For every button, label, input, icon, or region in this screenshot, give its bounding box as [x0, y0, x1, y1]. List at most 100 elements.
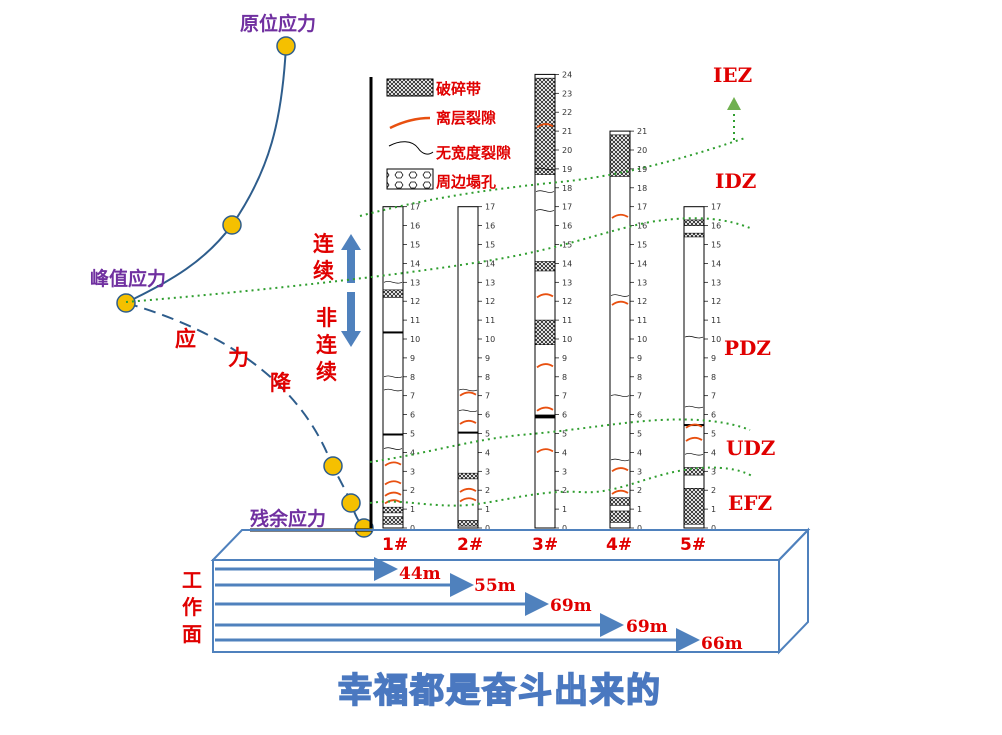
in-situ-stress-node [276, 36, 296, 56]
separation-fissure-mark [611, 213, 629, 219]
declining-stress-node [323, 456, 343, 476]
crushed-zone-mark [382, 289, 404, 298]
slogan: 幸福都是奋斗出来的 [338, 671, 662, 711]
depth-tick-label: 19 [562, 165, 572, 174]
borehole-label-2: 2# [457, 535, 483, 555]
separation-fissure-mark [611, 300, 629, 306]
depth-tick-label: 21 [562, 127, 572, 136]
depth-tick-label: 5 [485, 430, 490, 439]
zone-label-pdz: PDZ [724, 336, 771, 360]
depth-tick-label: 24 [562, 70, 572, 79]
legend-label-zero-width-fissure: 无宽度裂隙 [435, 144, 511, 162]
zero-width-fissure-mark [684, 453, 704, 456]
depth-tick-label: 16 [485, 222, 495, 231]
depth-tick-label: 6 [711, 411, 716, 420]
stress-decline-char-3: 降 [270, 371, 292, 395]
depth-tick-label: 1 [711, 505, 716, 514]
depth-tick-label: 4 [637, 448, 642, 457]
borehole-label-1: 1# [382, 535, 408, 555]
depth-tick-label: 22 [562, 108, 572, 117]
zero-width-fissure-mark [458, 409, 478, 413]
depth-tick-label: 18 [562, 184, 572, 193]
separation-fissure-mark [536, 448, 554, 454]
working-face-char-2: 作 [182, 595, 202, 619]
depth-tick-label: 5 [410, 430, 415, 439]
depth-tick-label: 9 [485, 354, 490, 363]
crushed-zone-mark [683, 219, 705, 226]
zero-width-fissure-mark [535, 190, 555, 193]
depth-tick-label: 13 [485, 278, 495, 287]
depth-tick-label: 1 [410, 505, 415, 514]
depth-tick-label: 10 [485, 335, 495, 344]
stratum-band [383, 331, 403, 334]
separation-fissure-mark [536, 363, 554, 369]
depth-tick-label: 7 [562, 392, 567, 401]
crushed-zone-mark [457, 520, 479, 527]
depth-tick-label: 12 [562, 297, 572, 306]
depth-tick-label: 13 [562, 278, 572, 287]
borehole-label-5: 5# [680, 535, 706, 555]
zone-label-efz: EFZ [728, 491, 772, 515]
stratum-band [458, 431, 478, 434]
depth-tick-label: 7 [485, 392, 490, 401]
zero-width-fissure-mark [684, 335, 704, 339]
separation-fissure-mark [459, 497, 477, 503]
separation-fissure-mark [536, 406, 554, 412]
depth-tick-label: 6 [410, 411, 415, 420]
depth-tick-label: 11 [410, 316, 420, 325]
legend-hexagon-swatch [386, 168, 434, 190]
separation-fissure-mark [459, 391, 477, 397]
depth-tick-label: 12 [637, 297, 647, 306]
depth-tick-label: 18 [637, 184, 647, 193]
depth-tick-label: 20 [637, 146, 647, 155]
distance-label-2: 55m [474, 576, 516, 596]
stress-rise-curve [125, 45, 287, 304]
borehole-columns: 0123456789101112131415161701234567891011… [382, 70, 721, 533]
zero-width-fissure-mark [610, 294, 630, 297]
zone-label-iez: IEZ [713, 63, 752, 87]
depth-tick-label: 6 [562, 411, 567, 420]
zero-width-fissure-mark [458, 388, 478, 392]
depth-tick-label: 16 [711, 222, 721, 231]
depth-tick-label: 17 [562, 203, 572, 212]
borehole-body [382, 206, 404, 529]
separation-fissure-mark [611, 467, 629, 473]
depth-tick-label: 16 [562, 222, 572, 231]
depth-tick-label: 7 [637, 392, 642, 401]
box-top-face [210, 529, 811, 561]
depth-tick-label: 20 [562, 146, 572, 155]
depth-tick-label: 16 [637, 222, 647, 231]
depth-tick-label: 6 [637, 411, 642, 420]
legend-red-arc-swatch [389, 116, 431, 130]
borehole-body [683, 206, 705, 529]
depth-tick-label: 9 [410, 354, 415, 363]
working-face-char-1: 工 [182, 568, 202, 592]
depth-tick-label: 7 [410, 392, 415, 401]
crushed-zone-mark [609, 497, 631, 506]
distance-label-1: 44m [399, 564, 441, 584]
depth-tick-label: 2 [637, 486, 642, 495]
zero-width-fissure-mark [383, 375, 403, 378]
depth-tick-label: 11 [562, 316, 572, 325]
borehole-body [609, 130, 631, 529]
distance-arrows [215, 557, 700, 652]
down-arrow-icon [341, 292, 361, 347]
stress-decline-char-1: 应 [175, 327, 196, 351]
separation-fissure-mark [384, 491, 402, 497]
zero-width-fissure-mark [383, 388, 403, 392]
depth-tick-label: 3 [637, 467, 642, 476]
depth-tick-label: 4 [410, 448, 415, 457]
depth-tick-label: 5 [562, 430, 567, 439]
zone-label-udz: UDZ [726, 436, 775, 460]
depth-tick-label: 5 [711, 430, 716, 439]
depth-tick-label: 0 [410, 524, 415, 533]
crushed-zone-mark [534, 261, 556, 272]
depth-tick-label: 6 [485, 411, 490, 420]
depth-tick-label: 4 [485, 448, 490, 457]
legend-crosshatch-swatch [386, 78, 434, 97]
crushed-zone-mark [609, 134, 631, 177]
continuity-arrows [341, 234, 361, 347]
